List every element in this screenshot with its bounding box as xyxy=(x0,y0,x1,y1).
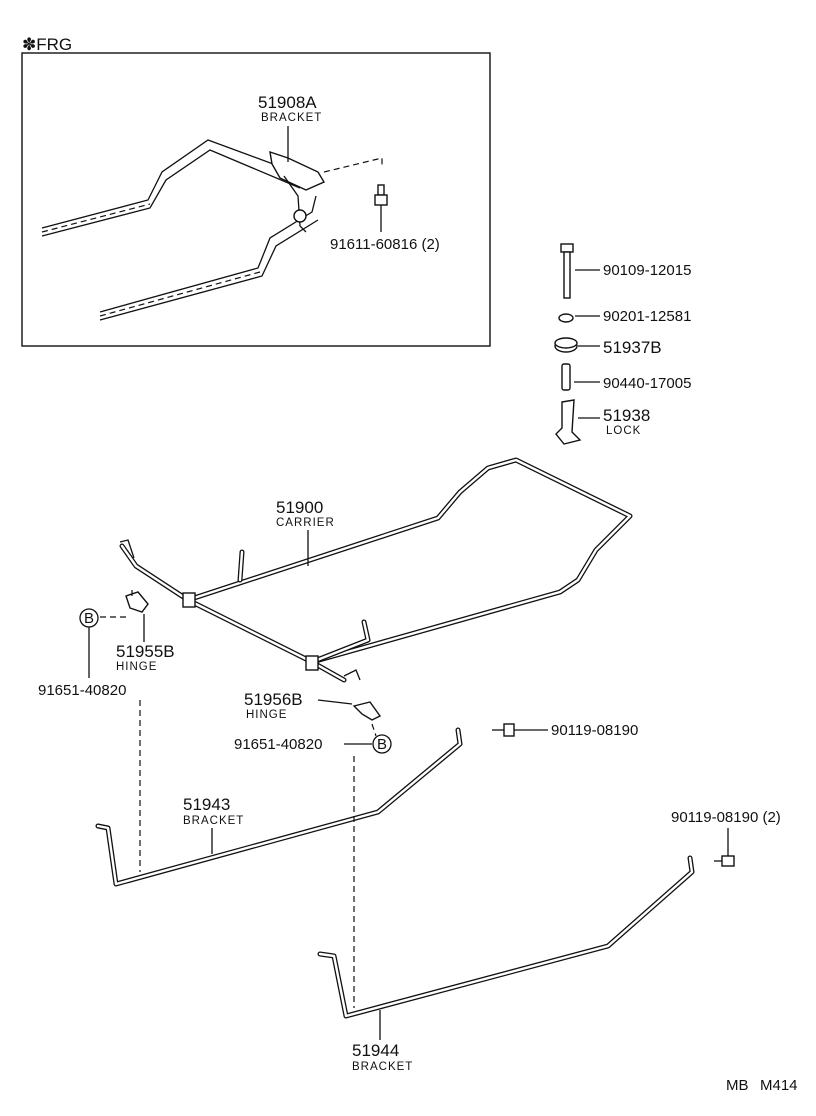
inset-carrier-rail xyxy=(41,139,323,321)
front-bracket-rod xyxy=(95,727,463,887)
carrier-label: CARRIER xyxy=(276,517,335,529)
carrier-frame xyxy=(119,457,633,683)
left-hinge-part-number: 51955B xyxy=(116,642,175,661)
bolt-part-number: 90109-12015 xyxy=(603,262,691,279)
inset-bracket-part xyxy=(269,150,383,233)
inset-bolt-label: 91611-60816 (2) xyxy=(330,236,440,253)
right-hinge-part-number: 51956B xyxy=(244,690,303,709)
left-hinge-icon xyxy=(125,591,149,613)
upper-bolt-icon xyxy=(492,723,515,737)
rear-bracket-rod xyxy=(317,855,695,1019)
left-hinge-ref: B xyxy=(84,610,94,627)
left-hinge-bolt: 91651-40820 xyxy=(38,682,126,699)
washer-icon xyxy=(558,313,574,323)
cushion-part-number: 51937B xyxy=(603,338,662,357)
washer-part-number: 90201-12581 xyxy=(603,308,691,325)
front-bracket-part-number: 51943 xyxy=(183,795,230,814)
lock-label: LOCK xyxy=(606,425,641,437)
pin-part-number: 90440-17005 xyxy=(603,375,691,392)
pin-icon xyxy=(561,363,571,391)
cushion-icon xyxy=(554,337,578,353)
inset-bracket-number: 51908A xyxy=(258,93,317,112)
footer-code-a: MB xyxy=(726,1077,749,1094)
inset-title: ✽FRG xyxy=(22,35,72,54)
right-hinge-label: HINGE xyxy=(246,709,287,721)
lower-bolt-icon xyxy=(714,855,735,867)
carrier-part-number: 51900 xyxy=(276,498,323,517)
right-hinge-ref: B xyxy=(377,736,387,753)
bolt-icon xyxy=(560,243,574,299)
right-hinge-icon xyxy=(352,701,382,721)
inset-frame xyxy=(21,52,491,347)
right-hinge-bolt: 91651-40820 xyxy=(234,736,322,753)
inset-bracket-label: BRACKET xyxy=(261,112,322,124)
left-hinge-label: HINGE xyxy=(116,661,157,673)
upper-bolt-part-number: 90119-08190 xyxy=(551,722,638,739)
front-bracket-label: BRACKET xyxy=(183,815,244,827)
right-hinge-ref-badge xyxy=(372,734,392,754)
lock-icon xyxy=(555,399,582,445)
inset-bolt-icon xyxy=(374,184,388,232)
rear-bracket-part-number: 51944 xyxy=(352,1041,399,1060)
lower-bolt-part-number: 90119-08190 (2) xyxy=(671,809,781,826)
footer-code-b: M414 xyxy=(760,1077,798,1094)
rear-bracket-label: BRACKET xyxy=(352,1061,413,1073)
lock-part-number: 51938 xyxy=(603,406,650,425)
